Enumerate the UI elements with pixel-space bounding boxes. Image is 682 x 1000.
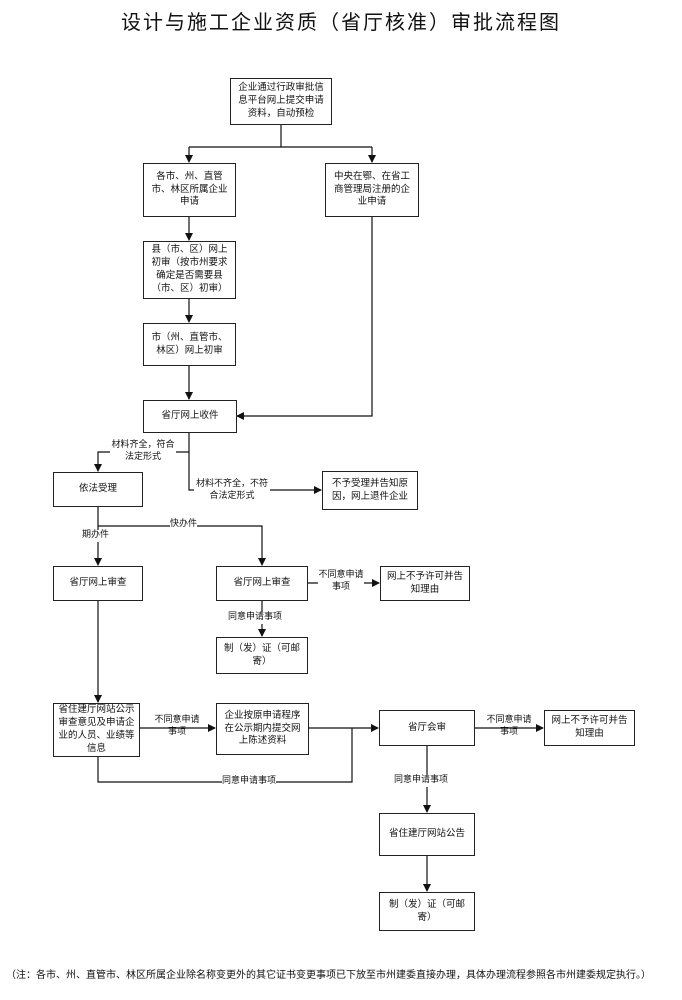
supplement-box: 企业按原申请程序在公示期内提交网上陈述资料 xyxy=(216,703,309,755)
footnote: （注：各市、州、直管市、林区所属企业除名称变更外的其它证书变更事项已下放至市州建… xyxy=(6,970,651,981)
reject-notice-box: 不予受理并告知原因，网上退件企业 xyxy=(322,471,418,510)
deny-joint-box: 网上不予许可并告知理由 xyxy=(544,710,635,746)
page-title: 设计与施工企业资质（省厅核准）审批流程图 xyxy=(121,10,561,34)
label-disagree-joint: 不同意申请事项 xyxy=(486,715,532,737)
label-agree-publicity: 同意申请事项 xyxy=(222,776,277,788)
connector-accept-fast xyxy=(98,525,266,566)
label-incomplete: 材料不齐全，不符合法定形式 xyxy=(194,479,270,503)
label-agree-fast: 同意申请事项 xyxy=(228,612,283,624)
county-review-box: 县（市、区）网上初审（按市州要求确定是否需要县（市、区）初审） xyxy=(143,241,236,299)
accept-box: 依法受理 xyxy=(53,472,143,507)
label-agree-joint: 同意申请事项 xyxy=(394,775,449,787)
local-apply-box: 各市、州、直管市、林区所属企业申请 xyxy=(143,163,236,217)
cert-fast-box: 制（发）证（可邮寄） xyxy=(216,637,308,674)
label-complete: 材料齐全，符合法定形式 xyxy=(110,440,176,464)
publicity-box: 省住建厅网站公示审查意见及申请企业的人员、业绩等信息 xyxy=(53,703,140,757)
label-disagree-fast: 不同意申请事项 xyxy=(318,570,364,594)
label-period-track: 期办件 xyxy=(82,530,110,542)
label-fast-track: 快办件 xyxy=(170,519,198,531)
province-receive-box: 省厅网上收件 xyxy=(143,400,237,433)
start-box: 企业通过行政审批信息平台网上提交申请资料，自动预检 xyxy=(230,78,332,125)
announce-box: 省住建厅网站公告 xyxy=(379,813,475,856)
central-apply-box: 中央在鄂、在省工商管理局注册的企业申请 xyxy=(325,163,419,217)
cert-final-box: 制（发）证（可邮寄） xyxy=(379,892,475,931)
deny-fast-box: 网上不予许可并告知理由 xyxy=(380,566,470,601)
city-review-box: 市（州、直管市、林区）网上初审 xyxy=(143,323,236,366)
review-fast-box: 省厅网上审查 xyxy=(216,566,308,601)
joint-review-box: 省厅会审 xyxy=(379,710,475,746)
label-disagree-publicity: 不同意申请事项 xyxy=(154,715,200,737)
connector-central-receive xyxy=(236,217,373,420)
review-period-box: 省厅网上审查 xyxy=(53,566,143,601)
